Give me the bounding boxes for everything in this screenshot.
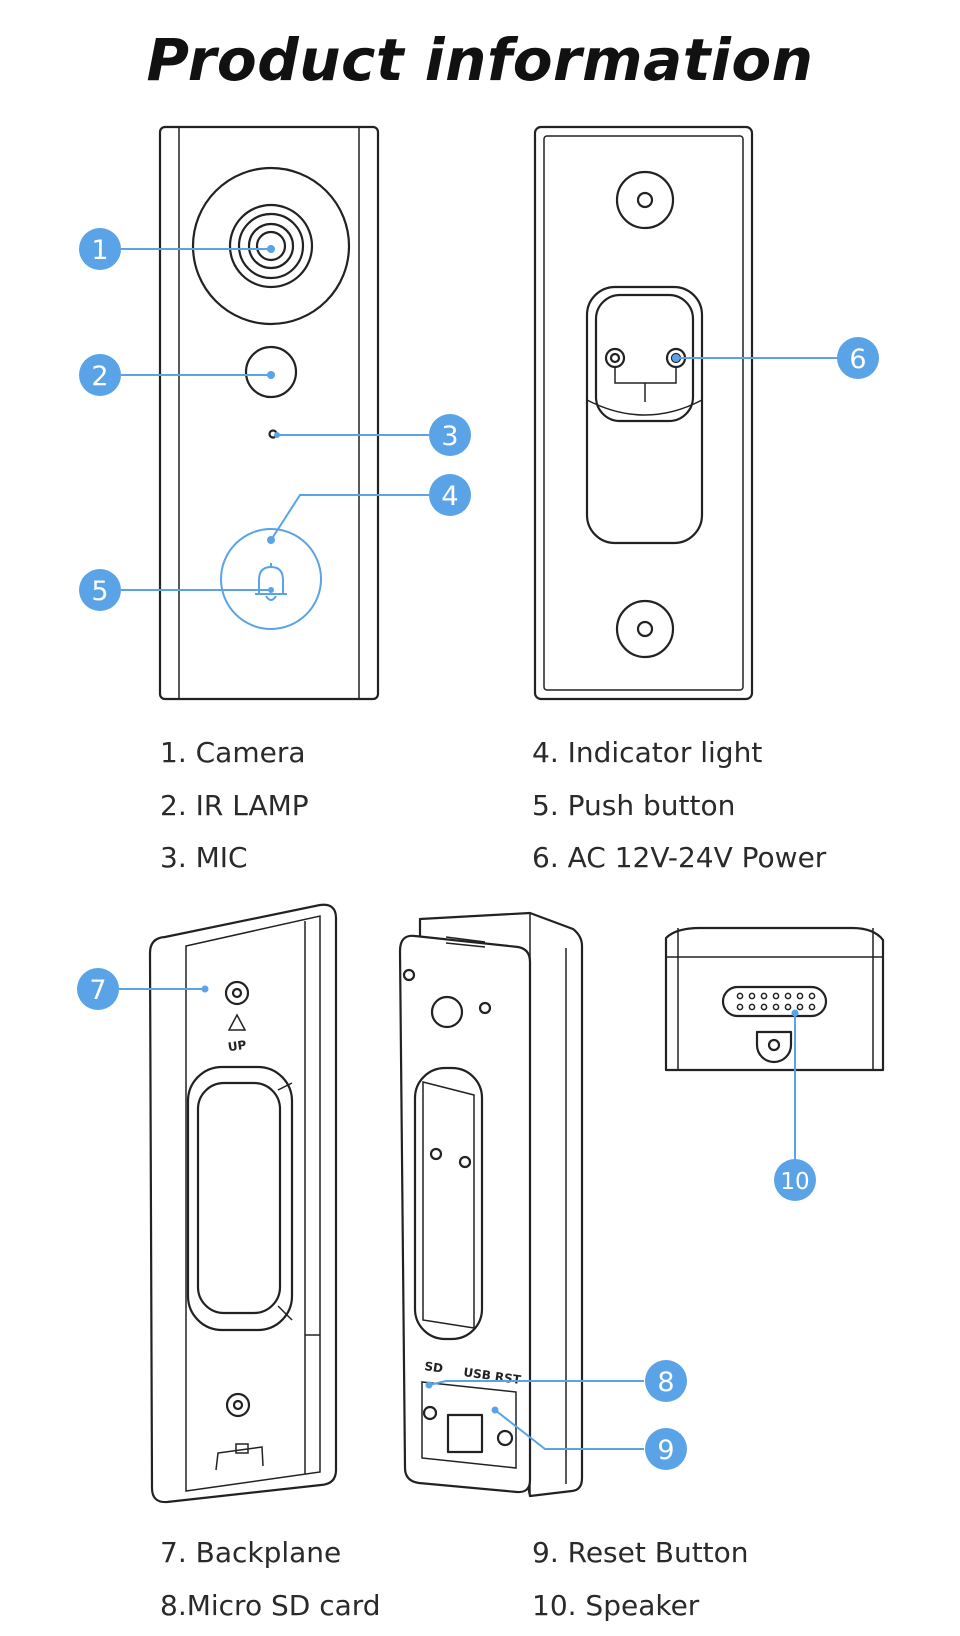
page-title: Product information xyxy=(147,26,814,94)
legend-item: 4. Indicator light xyxy=(532,736,762,769)
svg-text:10: 10 xyxy=(780,1169,809,1195)
legend-item: 9. Reset Button xyxy=(532,1536,749,1569)
legend-item: 5. Push button xyxy=(532,789,735,822)
svg-text:3: 3 xyxy=(441,421,458,452)
legend-item: 1. Camera xyxy=(160,736,306,769)
leader-end-dots xyxy=(201,245,799,1414)
screw-hole-bottom-icon xyxy=(615,599,675,659)
speaker-view xyxy=(664,926,885,1072)
callout-badge-5: 5 xyxy=(79,569,121,611)
svg-text:9: 9 xyxy=(657,1435,674,1466)
callout-badge-9: 9 xyxy=(645,1428,687,1470)
ir-lamp-icon xyxy=(244,345,298,399)
svg-text:7: 7 xyxy=(89,975,106,1006)
doorbell-front-view xyxy=(158,125,380,701)
push-button-bell-icon xyxy=(220,528,322,630)
legend-item: 10. Speaker xyxy=(532,1589,700,1622)
doorbell-side-view: SD USB RST xyxy=(398,911,584,1498)
callout-badge-6: 6 xyxy=(837,337,879,379)
sd-marking: SD xyxy=(424,1359,444,1375)
callout-badge-2: 2 xyxy=(79,354,121,396)
doorbell-back-view xyxy=(533,125,754,701)
power-terminal-block xyxy=(585,285,704,545)
callout-badge-7: 7 xyxy=(77,968,119,1010)
legend-item: 3. MIC xyxy=(160,841,248,874)
callout-badge-8: 8 xyxy=(645,1360,687,1402)
legend-item: 2. IR LAMP xyxy=(160,789,309,822)
legend-item: 8.Micro SD card xyxy=(160,1589,381,1622)
svg-text:4: 4 xyxy=(441,481,458,512)
legend-item: 6. AC 12V-24V Power xyxy=(532,841,827,874)
callout-badge-10: 10 xyxy=(774,1159,816,1201)
svg-text:2: 2 xyxy=(91,361,108,392)
screw-hole-top-icon xyxy=(615,170,675,230)
svg-text:1: 1 xyxy=(91,235,108,266)
svg-text:6: 6 xyxy=(849,344,866,375)
speaker-grille-icon xyxy=(736,992,816,1011)
svg-text:8: 8 xyxy=(657,1367,674,1398)
legend: 1. Camera 2. IR LAMP 3. MIC 4. Indicator… xyxy=(160,736,827,1622)
svg-text:5: 5 xyxy=(91,576,108,607)
callout-badge-4: 4 xyxy=(429,474,471,516)
callout-badge-1: 1 xyxy=(79,228,121,270)
camera-lens-icon xyxy=(191,166,351,326)
callout-badge-3: 3 xyxy=(429,414,471,456)
leader-lines xyxy=(118,248,838,1450)
backplane-view: UP xyxy=(148,903,338,1504)
up-marking: UP xyxy=(227,1038,248,1054)
legend-item: 7. Backplane xyxy=(160,1536,341,1569)
